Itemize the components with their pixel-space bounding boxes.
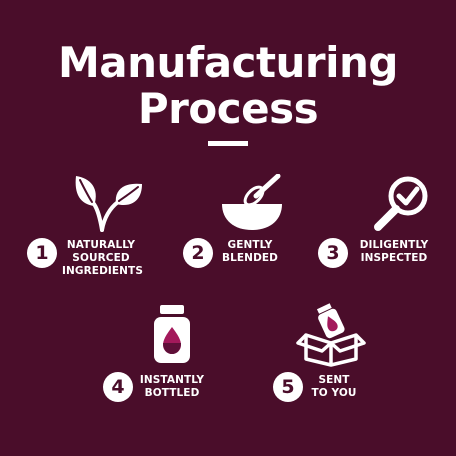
step-1-number: 1 (27, 238, 57, 268)
step-4-label-line-1: INSTANTLY (139, 374, 205, 386)
page-title-line-1: Manufacturing (58, 38, 399, 87)
bottle-icon (154, 305, 190, 363)
step-2-label: GENTLY BLENDED (214, 239, 286, 265)
step-4-label-line-2: BOTTLED (144, 387, 200, 399)
step-2-label-line-1: GENTLY (227, 239, 273, 251)
step-2-label-line-2: BLENDED (222, 252, 278, 264)
step-1-label: NATURALLY SOURCED INGREDIENTS (62, 239, 143, 278)
step-5-number: 5 (273, 372, 303, 402)
whisk-bowl-icon (222, 174, 282, 230)
step-3-label-line-1: DILIGENTLY (359, 239, 429, 251)
step-5-label: SENT TO YOU (306, 374, 362, 400)
step-2-number: 2 (183, 238, 213, 268)
magnifier-check-icon (374, 176, 428, 231)
page-title-line-2: Process (137, 84, 319, 133)
step-5-label-line-2: TO YOU (311, 387, 357, 399)
open-box-icon (296, 303, 366, 367)
step-3-label: DILIGENTLY INSPECTED (355, 239, 433, 265)
step-3-label-line-2: INSPECTED (360, 252, 428, 264)
step-1-label-line-3: INGREDIENTS (62, 265, 143, 277)
step-1-label-line-2: SOURCED (72, 252, 130, 264)
step-3-number: 3 (318, 238, 348, 268)
leaf-sprout-icon (75, 176, 142, 232)
step-5-label-line-1: SENT (318, 374, 350, 386)
title-underline (208, 141, 248, 146)
step-4-label: INSTANTLY BOTTLED (137, 374, 207, 400)
step-1-label-line-1: NATURALLY (66, 239, 136, 251)
step-4-number: 4 (103, 372, 133, 402)
